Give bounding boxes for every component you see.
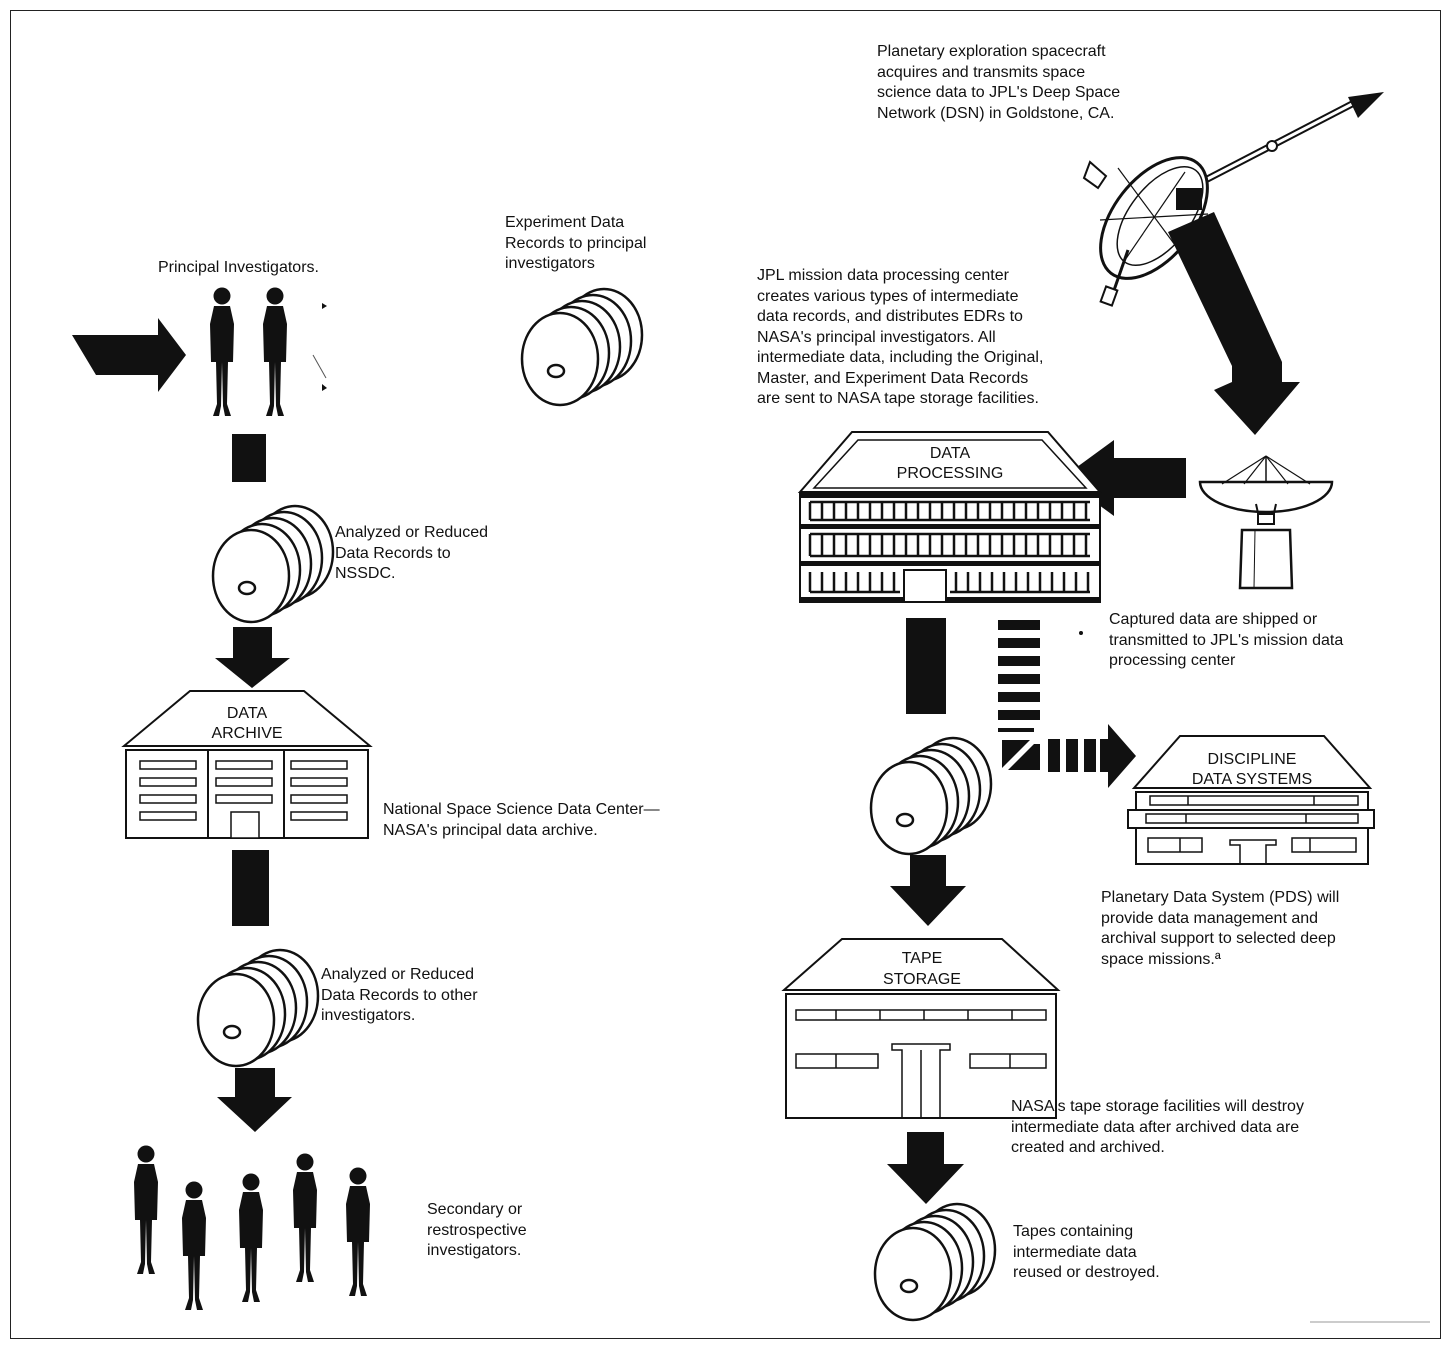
caption-tape-destroy: NASA's tape storage facilities will dest… (1011, 1098, 1304, 1156)
connector-block-3 (906, 618, 946, 714)
caption-secondary-investigators: Secondary or restrospective investigator… (427, 1201, 527, 1259)
arrow-to-archive (215, 627, 290, 688)
caption-reduced-other: Analyzed or Reduced Data Records to othe… (321, 966, 478, 1024)
caption-tapes-reused: Tapes containing intermediate data reuse… (1013, 1223, 1160, 1281)
data-archive-label-2: ARCHIVE (211, 725, 282, 742)
caption-captured-data: Captured data are shipped or transmitted… (1109, 611, 1344, 669)
discipline-data-systems-building: DISCIPLINE DATA SYSTEMS (1127, 735, 1375, 865)
discipline-label-2: DATA SYSTEMS (1192, 771, 1312, 788)
tape-storage-label-2: STORAGE (883, 971, 961, 988)
arrow-to-secondary (217, 1068, 292, 1132)
tape-storage-label-1: TAPE (902, 950, 943, 967)
input-arrow (72, 318, 186, 392)
connector-block-1 (232, 434, 266, 482)
data-archive-label-1: DATA (227, 705, 268, 722)
connector-block-2 (232, 850, 269, 926)
discipline-label-1: DISCIPLINE (1208, 751, 1297, 768)
arrow-to-tape-storage (890, 855, 966, 926)
caption-jpl-processing: JPL mission data processing center creat… (757, 267, 1044, 407)
caption-spacecraft: Planetary exploration spacecraft acquire… (877, 43, 1121, 122)
caption-nssdc: National Space Science Data Center— NASA… (383, 801, 660, 839)
caption-edr: Experiment Data Records to principal inv… (505, 214, 647, 272)
principal-investigators-figures (210, 287, 327, 416)
tape-reused (873, 1202, 997, 1322)
arrow-to-tapes (887, 1132, 964, 1204)
caption-reduced-nssdc: Analyzed or Reduced Data Records to NSSD… (335, 524, 488, 582)
caption-principal-investigators: Principal Investigators. (158, 259, 319, 276)
data-processing-label-1: DATA (930, 445, 971, 462)
data-processing-label-2: PROCESSING (897, 465, 1004, 482)
tape-reduced-nssdc (211, 504, 335, 624)
tape-edr (520, 287, 644, 407)
diagram-frame (10, 10, 1441, 1339)
secondary-investigators-figures (134, 1145, 370, 1310)
data-archive-building: DATA ARCHIVE (121, 690, 373, 839)
tape-storage-building: TAPE STORAGE (781, 938, 1061, 1119)
data-processing-building: DATA PROCESSING (797, 431, 1103, 603)
caption-pds: Planetary Data System (PDS) will provide… (1101, 889, 1340, 968)
tape-intermediate (869, 736, 993, 856)
downlink-arrow (1168, 212, 1300, 435)
dashed-connector (998, 620, 1136, 788)
dsn-antenna-icon (1198, 455, 1334, 590)
tape-reduced-other (196, 948, 320, 1068)
